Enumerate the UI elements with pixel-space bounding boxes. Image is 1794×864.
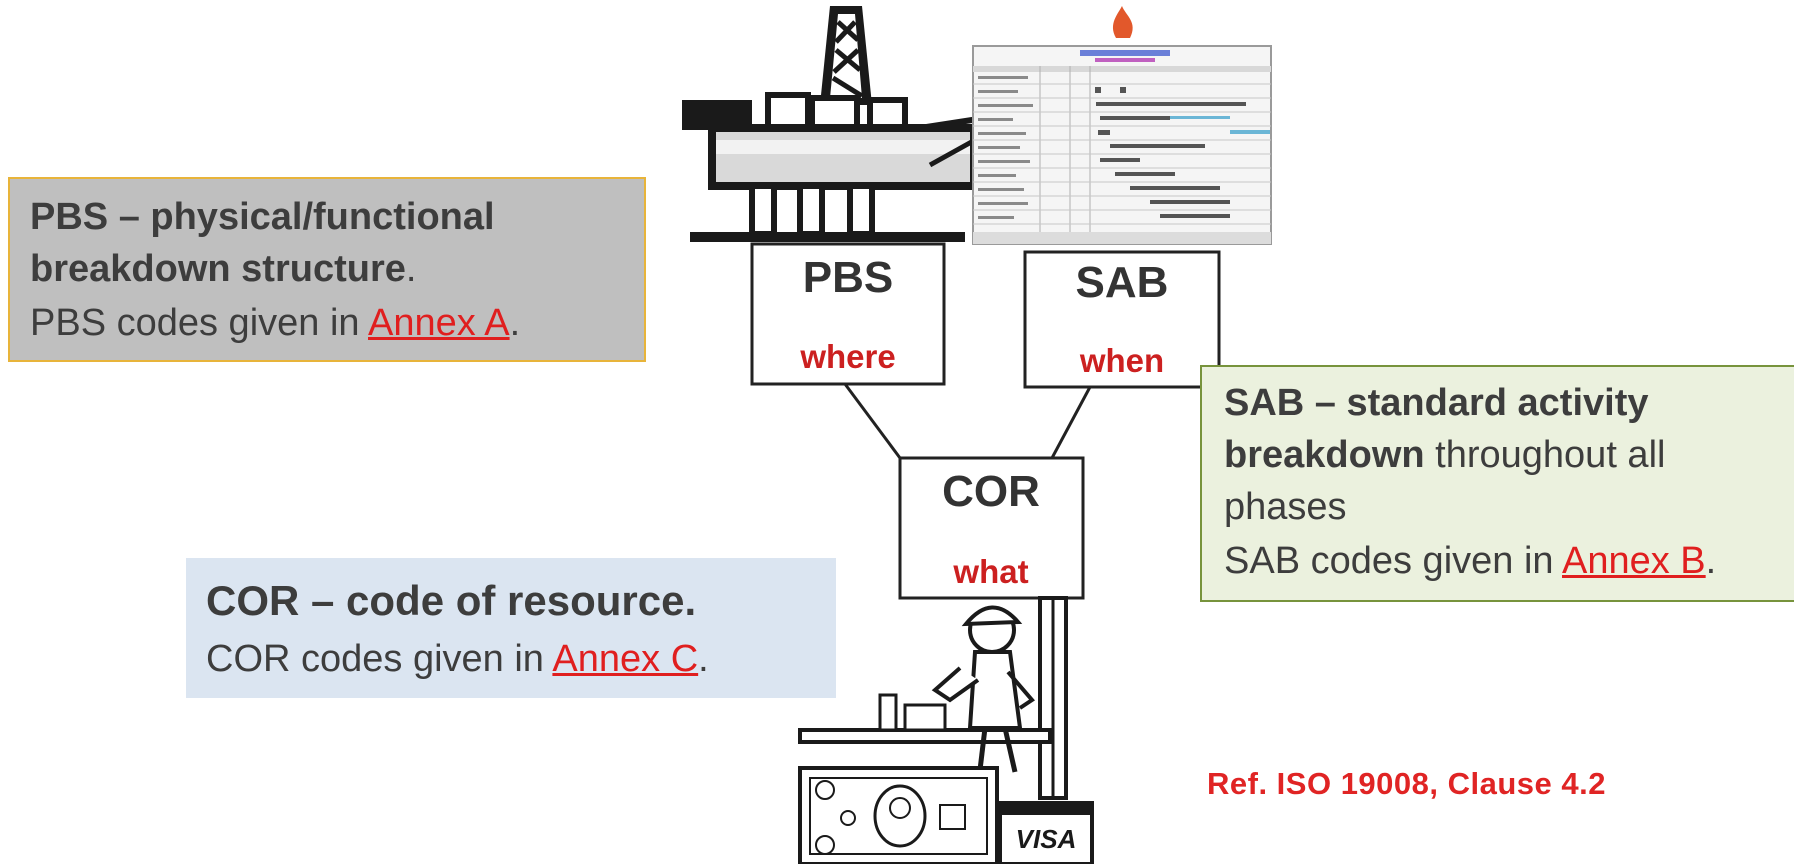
annex-b-link[interactable]: Annex B [1562,540,1706,582]
cor-definition: COR – code of resource. [206,577,697,624]
cor-node-sub: what [952,553,1028,590]
visa-card-icon: VISA [998,801,1094,864]
oil-platform-icon [682,6,986,242]
cor-node: COR what [898,456,1085,600]
pbs-definition-period: . [405,248,417,290]
cor-callout: COR – code of resource. COR codes given … [186,558,836,698]
cor-codes-text: COR codes given in [206,638,553,680]
pbs-node-title: PBS [803,253,893,302]
annex-a-link[interactable]: Annex A [368,302,510,344]
sab-definition: SAB – standard activity breakdown [1224,382,1649,476]
gantt-schedule-icon [972,6,1272,245]
sab-codes-text: SAB codes given in [1224,540,1562,582]
pbs-codes-line: PBS codes given in Annex A. [30,297,626,349]
sab-description: SAB – standard activity breakdown throug… [1224,377,1780,533]
sab-callout: SAB – standard activity breakdown throug… [1200,365,1794,602]
connector-lines [843,383,1092,459]
reference-note: Ref. ISO 19008, Clause 4.2 [1207,766,1606,801]
cor-codes-suffix: . [698,638,709,680]
visa-card-label: VISA [1016,824,1077,854]
sab-node: SAB when [1023,250,1221,389]
pbs-definition: PBS – physical/functional breakdown stru… [30,196,495,290]
sab-codes-suffix: . [1705,540,1717,582]
cor-codes-line: COR codes given in Annex C. [206,630,818,688]
pbs-node-sub: where [799,338,895,375]
pbs-node: PBS where [750,242,946,386]
pbs-description: PBS – physical/functional breakdown stru… [30,191,626,295]
sab-codes-line: SAB codes given in Annex B. [1224,535,1780,587]
dollar-bill-icon [798,766,999,864]
pbs-codes-suffix: . [509,302,521,344]
pbs-callout: PBS – physical/functional breakdown stru… [8,177,646,362]
annex-c-link[interactable]: Annex C [552,638,699,680]
worker-icon [798,596,1068,800]
sab-definition-rest: throughout all phases [1224,434,1666,528]
sab-node-sub: when [1079,342,1164,379]
cor-node-title: COR [942,467,1040,516]
sab-node-title: SAB [1076,258,1169,307]
pbs-codes-text: PBS codes given in [30,302,368,344]
